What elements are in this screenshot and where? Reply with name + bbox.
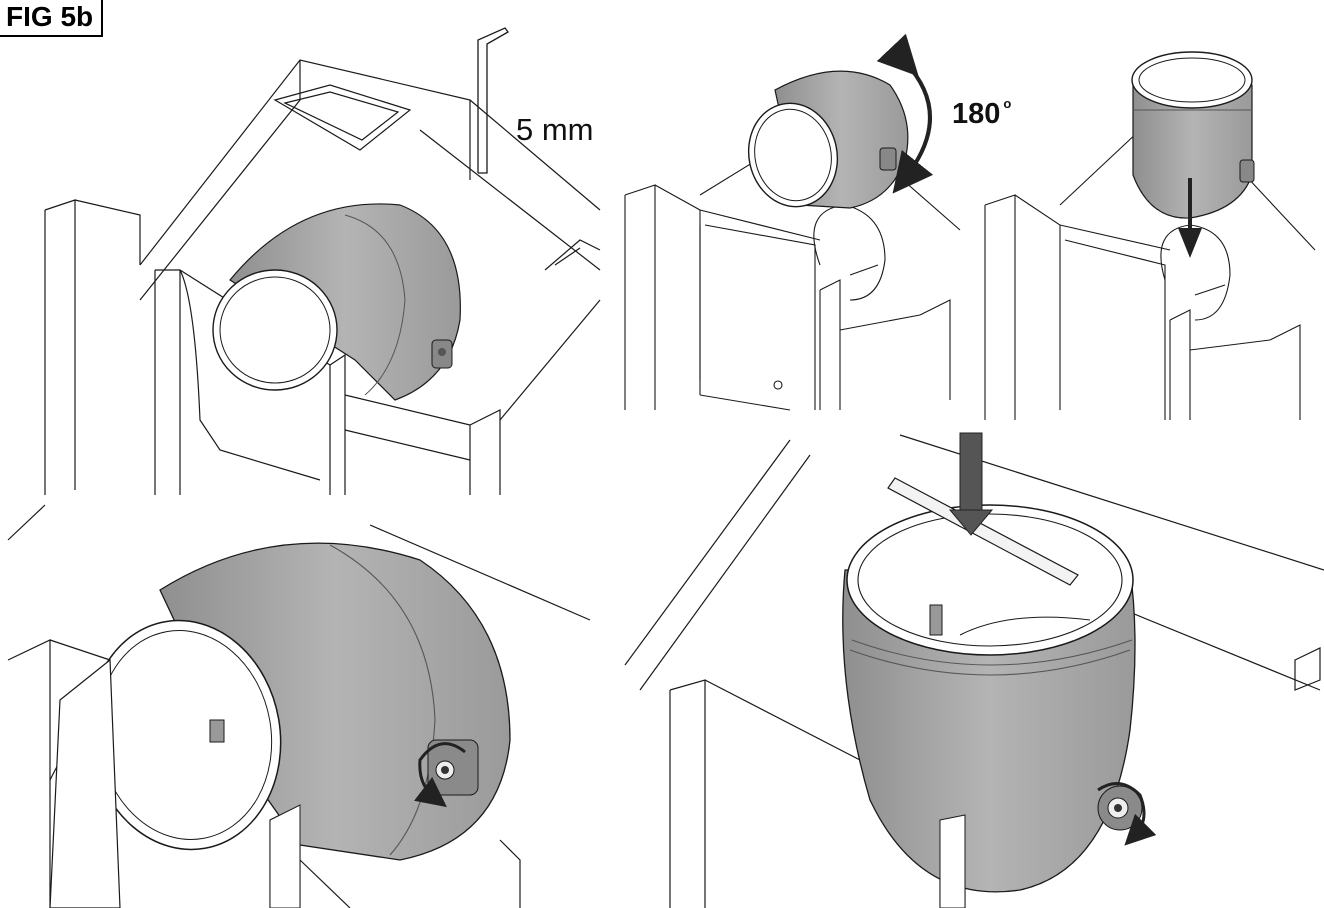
pipe-installed [212, 203, 461, 401]
panel-step-3 [984, 129, 1316, 420]
figure-label: FIG 5b [0, 0, 104, 37]
allen-key-size-label: 5 mm [516, 112, 594, 147]
panel-step-2 [624, 114, 961, 411]
pipe-securing [49, 542, 511, 908]
insert-arrow-icon [948, 432, 994, 536]
panel-step-1 [44, 59, 601, 495]
allen-key-icon [477, 27, 509, 174]
rotation-unit: o [1003, 96, 1012, 111]
tighten-arrow-icon [413, 742, 466, 808]
pipe-lowering [1131, 51, 1255, 219]
pipe-locked [842, 477, 1157, 893]
pipe-rotating [747, 70, 909, 209]
down-arrow-icon [1178, 178, 1202, 258]
rotation-value: 180 [952, 98, 1001, 130]
rotate-arrow-icon [876, 33, 934, 194]
